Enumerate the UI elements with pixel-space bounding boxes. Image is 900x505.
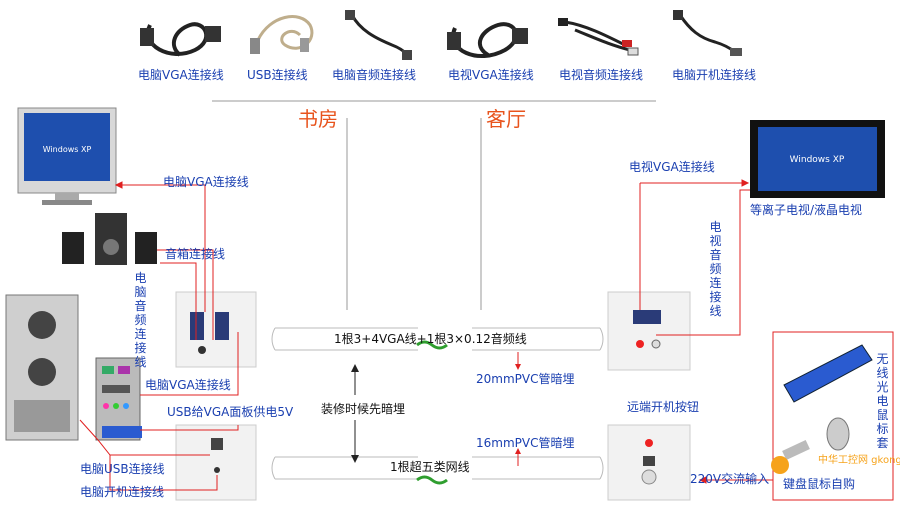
label-concealed: 装修时候先暗埋 <box>321 402 406 416</box>
cable-label-pc-power: 电脑开机连接线 <box>672 68 757 82</box>
cable-label-usb: USB连接线 <box>247 68 308 82</box>
pc-tower-icon <box>5 294 79 441</box>
label-wireless-vertical: 无线光电鼠标套 <box>876 352 889 450</box>
room-study-title: 书房 <box>298 107 338 131</box>
svg-text:Windows XP: Windows XP <box>790 155 845 165</box>
audio-cable-icon <box>345 10 412 60</box>
red-wiring <box>79 179 773 491</box>
vga-cable-icon <box>447 22 528 59</box>
pipe-bottom <box>271 456 604 480</box>
label-pipe-top: 1根3+4VGA线+1根3×0.12音频线 <box>334 332 527 346</box>
label-pvc-bottom: 16mmPVC管暗埋 <box>476 436 575 450</box>
label-tv-audio-vertical: 电视音频连接线 <box>709 220 722 318</box>
label-tv-vga: 电视VGA连接线 <box>629 160 715 174</box>
tv-icon: Windows XP <box>750 120 885 198</box>
room-living-title: 客厅 <box>486 107 526 131</box>
cable-label-pc-vga: 电脑VGA连接线 <box>138 68 224 82</box>
monitor-icon: Windows XP <box>17 107 117 205</box>
cable-label-tv-vga: 电视VGA连接线 <box>448 68 534 82</box>
watermark-text: 中华工控网 gkong.com <box>818 455 900 466</box>
label-vga-mid: 电脑VGA连接线 <box>145 378 231 392</box>
svg-text:Windows XP: Windows XP <box>43 145 92 154</box>
tilde-mark <box>416 475 448 485</box>
rca-cable-icon <box>558 18 639 56</box>
label-pipe-bottom: 1根超五类网线 <box>390 460 470 474</box>
power-button-wall-plate <box>607 424 691 501</box>
label-usb-power: USB给VGA面板供电5V <box>167 405 294 419</box>
label-vga-top: 电脑VGA连接线 <box>163 175 249 189</box>
label-audio-vertical: 电脑音频连接线 <box>134 271 147 369</box>
cable-label-pc-audio: 电脑音频连接线 <box>332 68 417 82</box>
keyboard-mouse-box <box>772 331 894 501</box>
tv-wall-plate <box>607 291 691 371</box>
label-ac-input: 220V交流输入 <box>690 472 770 486</box>
usb-cable-icon <box>250 15 314 54</box>
label-tv-name: 等离子电视/液晶电视 <box>750 203 863 217</box>
speaker-icon <box>62 213 157 265</box>
io-panel-icon <box>95 357 142 441</box>
pipe-top <box>271 327 604 351</box>
vga-cable-icon <box>140 22 221 57</box>
power-cable-icon <box>673 10 742 56</box>
vga-audio-wall-plate <box>175 291 257 368</box>
watermark-logo <box>771 456 789 474</box>
label-power-cable: 电脑开机连接线 <box>80 485 165 499</box>
tilde-mark <box>416 340 448 350</box>
usb-wall-plate <box>175 424 257 501</box>
label-speaker: 音箱连接线 <box>165 247 226 261</box>
cable-label-tv-audio: 电视音频连接线 <box>559 68 644 82</box>
label-usb-cable: 电脑USB连接线 <box>80 462 165 476</box>
label-remote-button: 远端开机按钮 <box>627 400 700 414</box>
label-pvc-top: 20mmPVC管暗埋 <box>476 372 575 386</box>
label-keyboard-mouse: 键盘鼠标自购 <box>783 477 856 491</box>
